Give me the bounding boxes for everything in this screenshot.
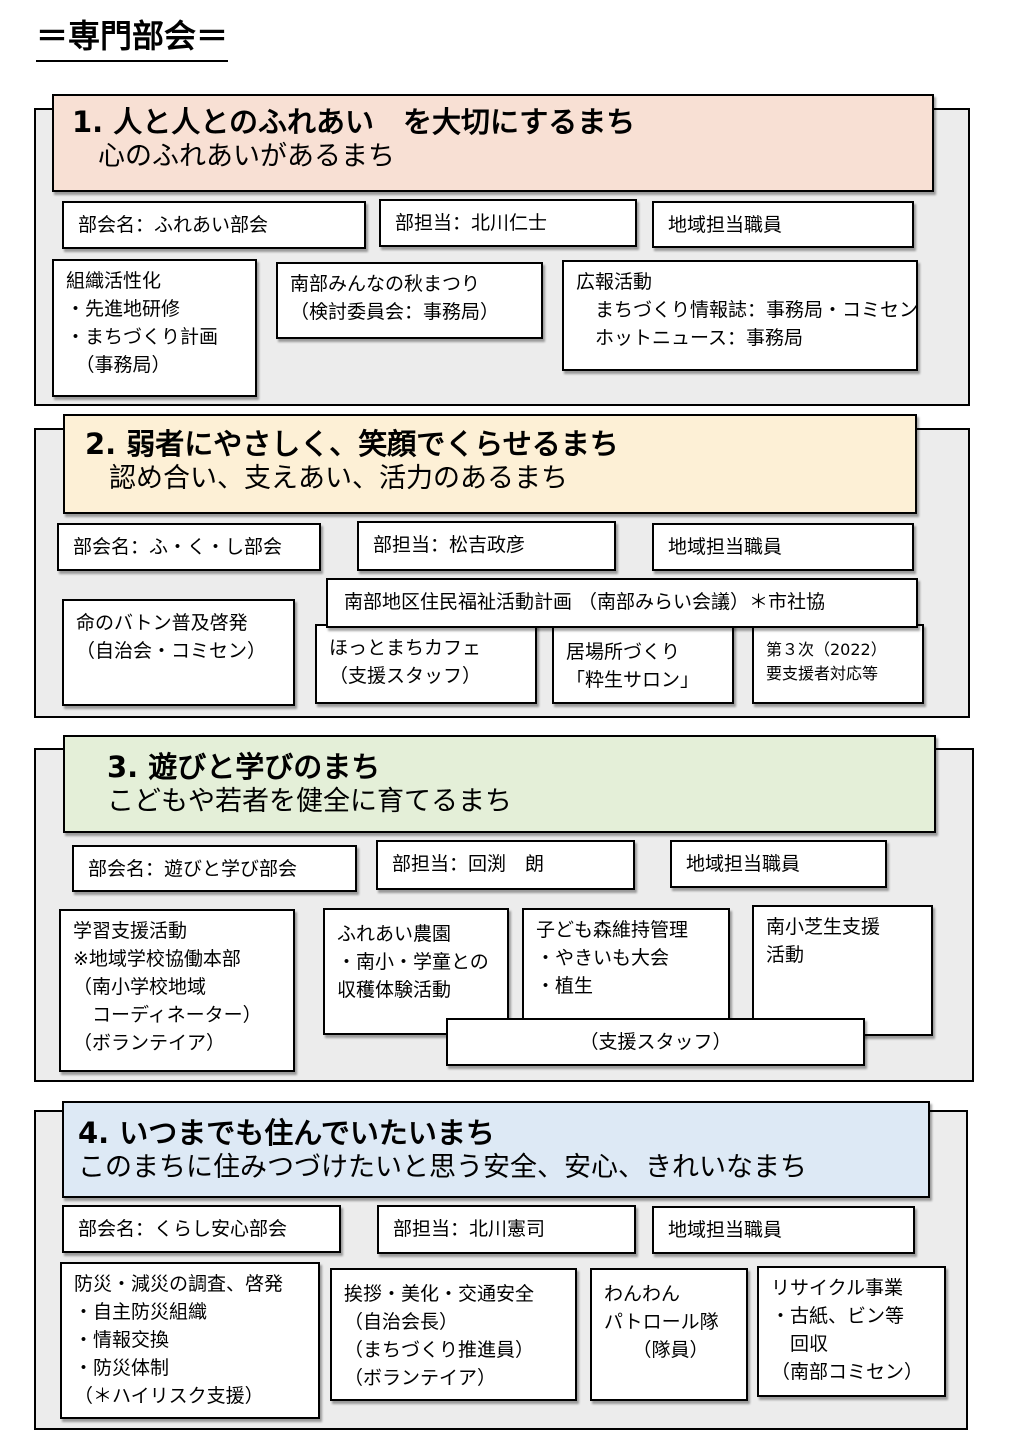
section-2-header: 2. 弱者にやさしく、笑顔でくらせるまち 認め合い、支えあい、活力のあるまち	[63, 414, 917, 514]
section-1-activity-2: 南部みんなの秋まつり （検討委員会：事務局）	[276, 262, 543, 339]
section-4-staff: 地域担当職員	[652, 1206, 915, 1254]
section-4-activity-4: リサイクル事業 ・古紙、ビン等 回収 （南部コミセン）	[757, 1266, 946, 1397]
section-3-header: 3. 遊びと学びのまち こどもや若者を健全に育てるまち	[63, 735, 936, 833]
section-4-activity-3: わんわん パトロール隊 （隊員）	[590, 1268, 748, 1401]
page-title: ＝専門部会＝	[36, 14, 229, 62]
section-1-heading: 1. 人と人とのふれあい を大切にするまち	[72, 105, 636, 139]
section-2-officer: 部担当：松吉政彦	[357, 521, 616, 571]
section-3-staff: 地域担当職員	[670, 840, 887, 888]
section-2-activity-1: 命のバトン普及啓発 （自治会・コミセン）	[62, 599, 295, 706]
section-1-subheading: 心のふれあいがあるまち	[98, 141, 395, 172]
section-2-committee: 部会名：ふ・く・し部会	[57, 523, 321, 571]
section-2-activity-3: 居場所づくり 「粋生サロン」	[552, 624, 734, 704]
section-1-activity-3: 広報活動 まちづくり情報誌：事務局・コミセン ホットニュース：事務局	[562, 260, 918, 371]
section-3-activity-2: ふれあい農園 ・南小・学童との 収穫体験活動	[323, 908, 509, 1035]
section-4-heading: 4. いつまでも住んでいたいまち	[78, 1116, 495, 1150]
section-3-heading: 3. 遊びと学びのまち	[107, 750, 381, 784]
section-1-committee: 部会名：ふれあい部会	[62, 201, 366, 249]
section-3-support: （支援スタッフ）	[446, 1018, 865, 1066]
section-4-subheading: このまちに住みつづけたいと思う安全、安心、きれいなまち	[78, 1152, 807, 1183]
section-4-activity-1: 防災・減災の調査、啓発 ・自主防災組織 ・情報交換 ・防災体制 （＊ハイリスク支…	[60, 1262, 320, 1419]
section-3-activity-4: 南小芝生支援 活動	[752, 905, 933, 1036]
section-1-staff: 地域担当職員	[652, 201, 914, 248]
section-3-officer: 部担当：回渕 朗	[376, 840, 635, 890]
section-4-officer: 部担当：北川憲司	[377, 1205, 636, 1254]
section-2-heading: 2. 弱者にやさしく、笑顔でくらせるまち	[85, 427, 619, 461]
section-1-officer: 部担当：北川仁士	[379, 199, 637, 247]
section-2-plan: 南部地区住民福祉活動計画 （南部みらい会議）＊市社協	[326, 578, 918, 628]
section-4-activity-2: 挨拶・美化・交通安全 （自治会長） （まちづくり推進員） （ボランテイア）	[330, 1268, 577, 1401]
section-2-subheading: 認め合い、支えあい、活力のあるまち	[109, 463, 568, 494]
section-3-committee: 部会名：遊びと学び部会	[72, 845, 357, 892]
section-3-activity-1: 学習支援活動 ※地域学校協働本部 （南小学校地域 コーディネーター） （ボランテ…	[59, 909, 295, 1072]
section-3-activity-3: 子ども森維持管理 ・やきいも大会 ・植生	[522, 908, 730, 1034]
section-4-committee: 部会名：くらし安心部会	[62, 1205, 341, 1253]
section-1-header: 1. 人と人とのふれあい を大切にするまち 心のふれあいがあるまち	[52, 94, 934, 192]
section-3-subheading: こどもや若者を健全に育てるまち	[107, 786, 512, 817]
section-4-header: 4. いつまでも住んでいたいまち このまちに住みつづけたいと思う安全、安心、きれ…	[62, 1101, 930, 1198]
section-2-staff: 地域担当職員	[652, 523, 914, 571]
section-2-activity-2: ほっとまちカフェ （支援スタッフ）	[315, 624, 537, 704]
section-1-activity-1: 組織活性化 ・先進地研修 ・まちづくり計画 （事務局）	[52, 259, 257, 397]
section-2-activity-4: 第３次（2022） 要支援者対応等	[752, 624, 924, 704]
